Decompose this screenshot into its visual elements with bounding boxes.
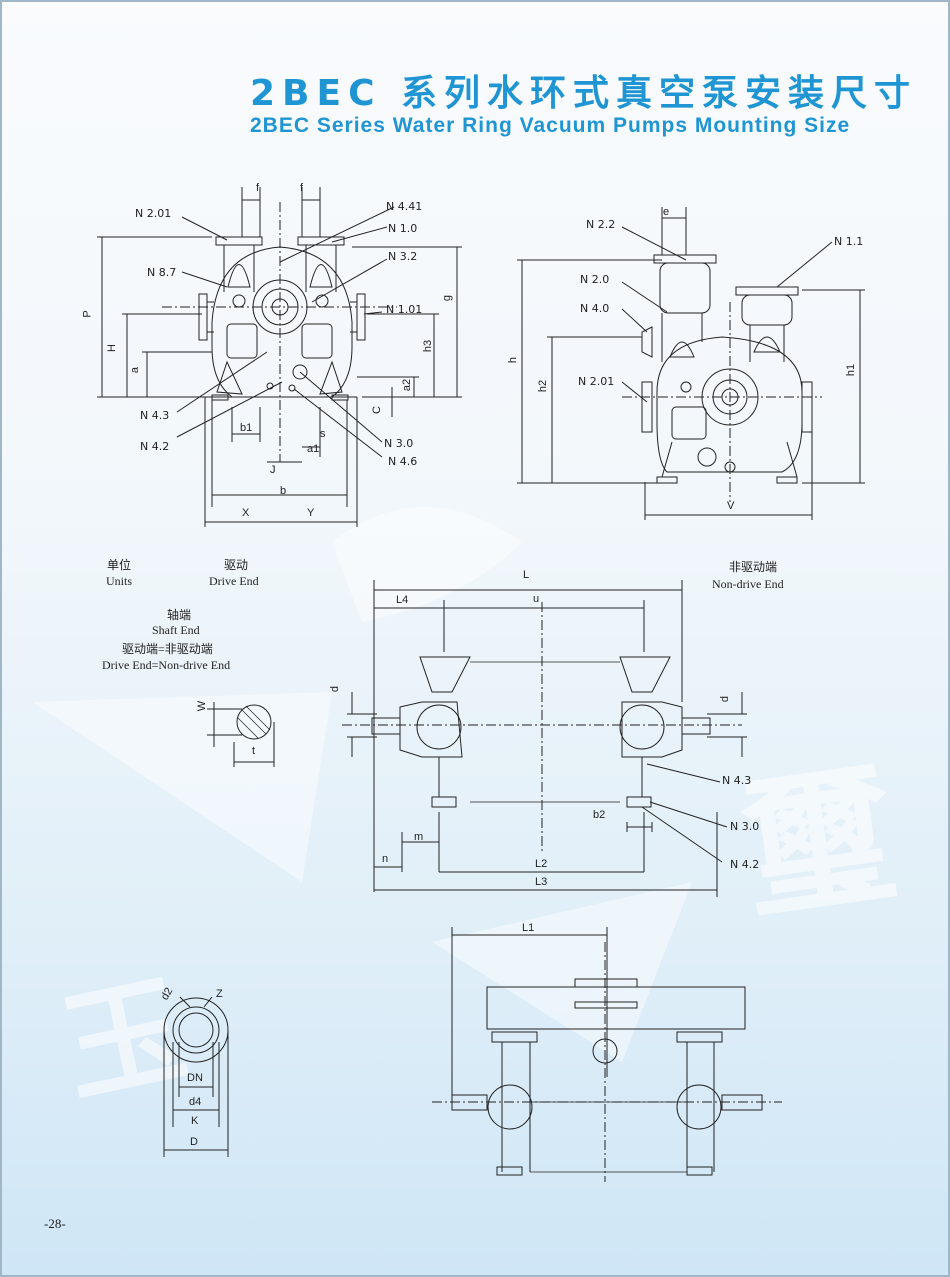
dim-L: L xyxy=(523,569,530,581)
dim-h1: h1 xyxy=(845,363,858,377)
label-n22: N 2.2 xyxy=(586,218,616,231)
label-n43-front: N 4.3 xyxy=(140,409,170,422)
dim-a: a xyxy=(129,366,142,374)
label-n11: N 1.1 xyxy=(834,235,864,248)
dim-t: t xyxy=(252,745,256,757)
dim-d-left: d xyxy=(329,685,342,693)
dim-b1: b1 xyxy=(240,422,253,434)
nondrive-en: Non-drive End xyxy=(712,577,784,591)
dim-n: n xyxy=(382,853,389,865)
shaft-cn: 轴端 xyxy=(167,608,192,622)
dim-DN: DN xyxy=(187,1072,203,1084)
dim-f-right: f xyxy=(300,182,304,194)
dim-L3: L3 xyxy=(535,876,548,888)
dim-P: P xyxy=(81,310,94,318)
dim-V: V xyxy=(727,500,735,512)
dim-h3: h3 xyxy=(422,339,435,353)
dim-W: W xyxy=(196,700,209,712)
bottom-view-drawing xyxy=(432,927,782,1182)
label-n101: N 1.01 xyxy=(386,303,423,316)
dim-u: u xyxy=(533,593,540,605)
dim-C: C xyxy=(370,406,383,414)
dim-L4: L4 xyxy=(396,594,409,606)
dim-L2: L2 xyxy=(535,858,548,870)
dim-a1: a1 xyxy=(307,443,320,455)
top-view-drawing xyxy=(342,580,747,897)
nondrive-cn: 非驱动端 xyxy=(729,560,778,574)
equality-cn: 驱动端=非驱动端 xyxy=(122,642,213,656)
drive-en: Drive End xyxy=(209,574,259,588)
page-title-en: 2BEC Series Water Ring Vacuum Pumps Moun… xyxy=(250,114,851,137)
dim-H: H xyxy=(105,344,118,352)
dim-K: K xyxy=(191,1115,199,1127)
label-n30-top: N 3.0 xyxy=(730,820,760,833)
label-n87: N 8.7 xyxy=(147,266,177,279)
dim-Z: Z xyxy=(216,988,223,1000)
label-n30-front: N 3.0 xyxy=(384,437,414,450)
label-n32: N 3.2 xyxy=(388,250,418,263)
label-n42-front: N 4.2 xyxy=(140,440,170,453)
dim-f-left: f xyxy=(256,182,260,194)
dim-L1: L1 xyxy=(522,922,535,934)
dim-D: D xyxy=(190,1136,198,1148)
dim-s: s xyxy=(320,428,326,440)
dim-e: e xyxy=(663,206,670,218)
shaft-en: Shaft End xyxy=(152,623,200,637)
flange-detail-drawing xyxy=(163,996,229,1157)
dim-m: m xyxy=(414,831,424,843)
units-cn: 单位 xyxy=(107,558,132,572)
label-n40: N 4.0 xyxy=(580,302,610,315)
label-n201-side: N 2.01 xyxy=(578,375,615,388)
dim-d-right: d xyxy=(719,695,732,703)
equality-en: Drive End=Non-drive End xyxy=(102,658,231,672)
dim-Y: Y xyxy=(307,507,315,519)
units-en: Units xyxy=(106,574,133,588)
label-n201-front: N 2.01 xyxy=(135,207,172,220)
dim-a2: a2 xyxy=(401,378,414,392)
label-n42-top: N 4.2 xyxy=(730,858,760,871)
label-n20: N 2.0 xyxy=(580,273,610,286)
dim-h2: h2 xyxy=(537,379,550,393)
dim-X: X xyxy=(242,507,250,519)
dim-b: b xyxy=(280,485,287,497)
front-view-drawing xyxy=(97,187,462,527)
key-detail-drawing xyxy=(207,702,275,767)
dim-J: J xyxy=(270,464,276,476)
page-number: -28- xyxy=(44,1216,66,1231)
label-n46: N 4.6 xyxy=(388,455,418,468)
side-view-drawing xyxy=(517,207,865,520)
dim-g: g xyxy=(441,294,454,302)
dim-b2: b2 xyxy=(593,809,606,821)
dim-d4: d4 xyxy=(189,1096,202,1108)
dim-h: h xyxy=(507,356,520,364)
label-n441: N 4.41 xyxy=(386,200,423,213)
page-title-cn: 2BEC 系列水环式真空泵安装尺寸 xyxy=(250,73,918,114)
label-n43-top: N 4.3 xyxy=(722,774,752,787)
label-n10: N 1.0 xyxy=(388,222,418,235)
drive-cn: 驱动 xyxy=(224,558,249,572)
watermark-shapes xyxy=(32,507,692,1062)
